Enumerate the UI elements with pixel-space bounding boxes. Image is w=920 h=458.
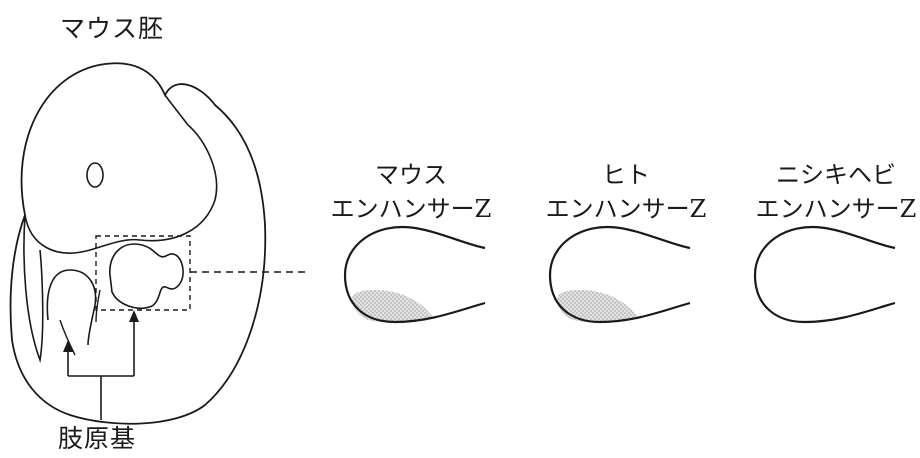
column-header-python: ニシキヘビ エンハンサーZ — [731, 158, 920, 226]
arrow-head-icon — [63, 340, 73, 352]
arrow-head-icon — [129, 310, 139, 322]
limb-bud-upper-base — [95, 289, 101, 323]
limb-bud-outline-python — [753, 225, 896, 324]
embryo-outline — [9, 62, 267, 425]
column-header-human: ヒト エンハンサーZ — [521, 158, 731, 226]
limb-bud-arrows — [67, 322, 135, 420]
limb-bud-upper — [109, 243, 184, 309]
species-label-human: ヒト — [602, 161, 650, 189]
limb-bud-highlight-box — [95, 235, 191, 311]
limb-bud-outline-human — [548, 225, 691, 324]
embryo-head-contour — [24, 94, 218, 254]
column-header-mouse: マウス エンハンサーZ — [306, 158, 516, 226]
expression-region-human — [557, 290, 638, 323]
species-label-python: ニシキヘビ — [776, 161, 896, 189]
limb-bud-outline-mouse — [343, 225, 486, 324]
enhancer-label-human: エンハンサーZ — [545, 195, 707, 223]
eye-icon — [86, 162, 104, 188]
limb-bud-label: 肢原基 — [58, 424, 137, 453]
enhancer-label-mouse: エンハンサーZ — [330, 195, 492, 223]
embryo-title: マウス胚 — [60, 14, 165, 43]
enhancer-label-python: エンハンサーZ — [755, 195, 917, 223]
tail-contour — [23, 214, 44, 364]
limb-bud-lower — [46, 269, 97, 346]
limb-bud-diagram-python — [753, 225, 896, 324]
expression-region-mouse — [352, 290, 433, 323]
limb-bud-lower-base — [59, 319, 76, 356]
limb-bud-diagram-human — [548, 225, 691, 324]
limb-bud-diagram-mouse — [343, 225, 486, 324]
species-label-mouse: マウス — [375, 161, 447, 189]
